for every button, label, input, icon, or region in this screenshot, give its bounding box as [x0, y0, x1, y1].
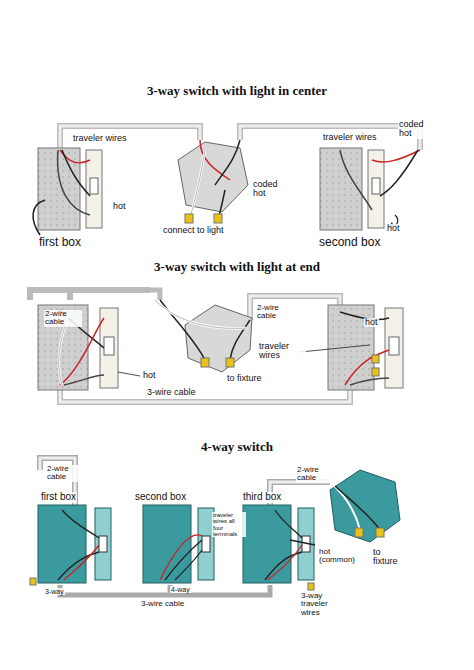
wire-label: 4-way [170, 586, 191, 593]
wire-label: traveler wires [258, 342, 306, 361]
switch-boxes [38, 505, 291, 583]
wire-label: 3-way traveler wires [300, 592, 346, 617]
wire-label: traveler wires [72, 134, 128, 143]
section-heading: 3-way switch with light at end [153, 260, 321, 274]
wire-label: 3-wire cable [146, 388, 197, 397]
section-heading: 4-way switch [200, 440, 274, 454]
wire-label: first box [38, 236, 82, 249]
section-three [30, 458, 400, 595]
wire-label: 3-wire cable [140, 600, 185, 608]
wire-label: 2-wire cable [46, 465, 82, 482]
wire-label: 3-way [44, 588, 65, 595]
wire-label: third box [242, 492, 282, 503]
wire-label: hot (common) [318, 548, 354, 565]
section-heading: 3-way switch with light in center [146, 84, 328, 98]
wire-label: 2-wire cable [256, 304, 294, 321]
section-two [30, 290, 403, 402]
wire-label: first box [40, 492, 77, 503]
wire-label: hot [142, 371, 157, 380]
wire-label: traveler wires all four terminals [212, 512, 246, 537]
wire-label: to fixture [372, 548, 404, 567]
wire-label: second box [318, 236, 381, 249]
wire-label: second box [134, 492, 187, 503]
wire-label: coded hot [252, 180, 290, 199]
wire-label: traveler wires [322, 133, 378, 142]
wire-label: to fixture [226, 374, 263, 383]
section-one [33, 126, 420, 235]
wire-label: connect to light [162, 226, 225, 235]
wire-label: hot [112, 202, 127, 211]
wire-label: 2-wire cable [44, 310, 82, 327]
wire-label: hot [364, 318, 379, 327]
wire-label: hot [386, 224, 401, 233]
wire-label: 2-wire cable [296, 466, 332, 483]
wire-label: coded hot [398, 120, 436, 139]
